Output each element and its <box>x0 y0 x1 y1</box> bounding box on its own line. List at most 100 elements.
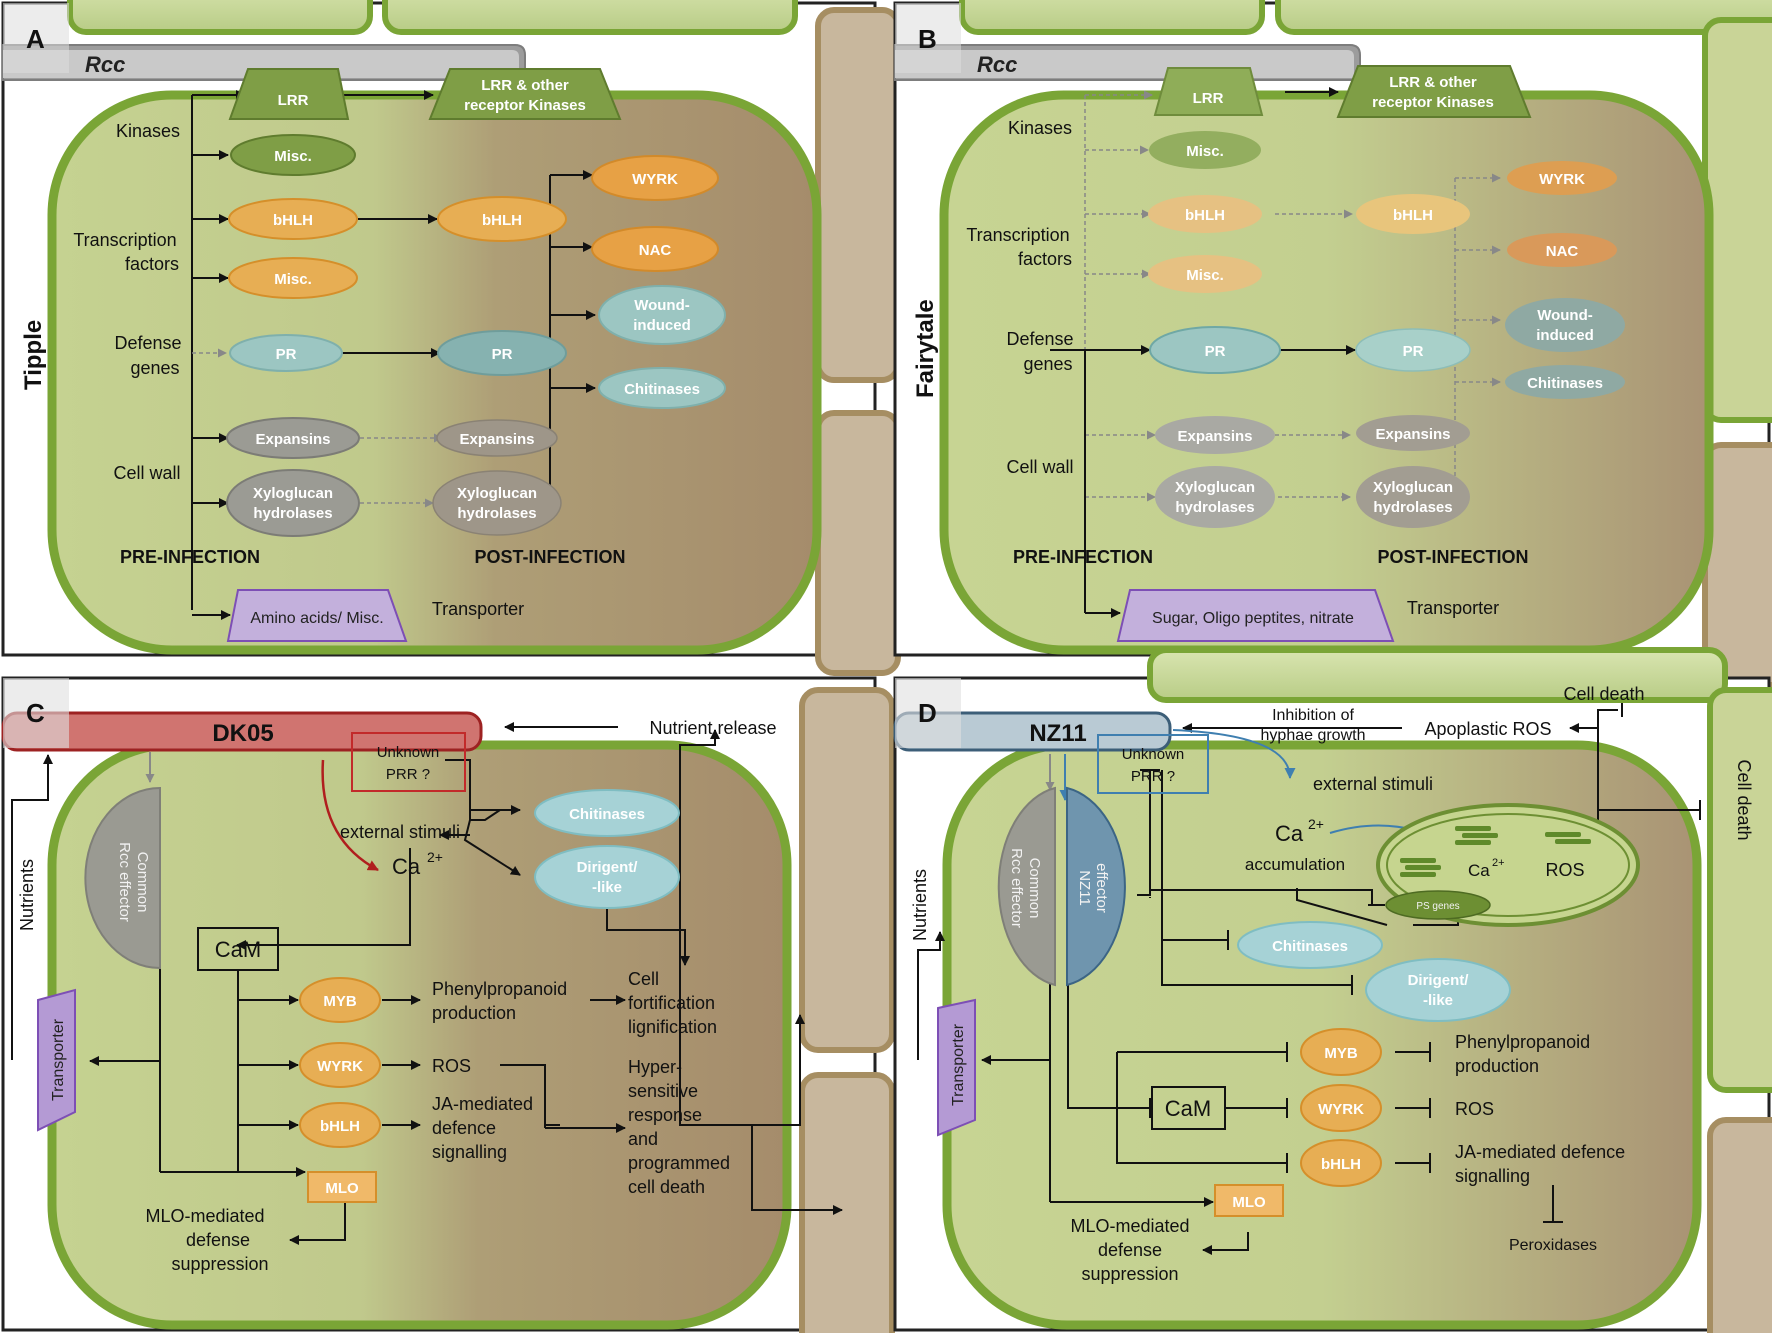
dirigent2-d: -like <box>1423 992 1453 1009</box>
strain-label-d: NZ11 <box>1029 720 1086 747</box>
transporter-shape-a <box>226 589 408 642</box>
fort3-c: lignification <box>628 1017 717 1037</box>
prr2-d: PRR ? <box>1131 768 1175 785</box>
inhibition2-d: hyphae growth <box>1261 727 1366 744</box>
nz-effector2-d: effector <box>1093 863 1110 913</box>
ja2-c: defence <box>432 1118 496 1138</box>
wyrk-c: WYRK <box>317 1058 363 1075</box>
ja2-d: signalling <box>1455 1166 1530 1186</box>
hyper2-c: sensitive <box>628 1081 698 1101</box>
expansins-pre-b: Expansins <box>1177 428 1252 445</box>
xylo-pre1-b: Xyloglucan <box>1175 479 1255 496</box>
defense2-b: genes <box>1023 354 1072 374</box>
ca-d: Ca <box>1275 821 1304 846</box>
bhlh-d: bHLH <box>1321 1156 1361 1173</box>
chitinases-c: Chitinases <box>569 806 645 823</box>
nutrients-c: Nutrients <box>17 859 37 931</box>
cam-d: CaM <box>1165 1096 1211 1121</box>
mlo-text1-c: MLO-mediated <box>145 1206 264 1226</box>
panel-letter-d: D <box>918 698 937 728</box>
nac-b: NAC <box>1546 243 1579 260</box>
rcc-label-a: Rcc <box>85 52 125 77</box>
myb-c: MYB <box>323 993 357 1010</box>
post-infection-b: POST-INFECTION <box>1377 547 1528 567</box>
transporter-d: Transporter <box>950 1023 967 1106</box>
xylo-post1-b: Xyloglucan <box>1373 479 1453 496</box>
strain-label-c: DK05 <box>212 720 273 747</box>
wound2-a: induced <box>633 317 691 334</box>
common-effector-shape-c <box>84 786 161 970</box>
dirigent2-c: -like <box>592 879 622 896</box>
ca-sup-c: 2+ <box>427 849 443 865</box>
tf-label2-a: factors <box>125 254 179 274</box>
transporter-label-a: Transporter <box>432 599 524 619</box>
xylo-post1-a: Xyloglucan <box>457 485 537 502</box>
external-stimuli-c: external stimuli <box>340 822 460 842</box>
kinases-b: Kinases <box>1008 118 1072 138</box>
ca-sup-d: 2+ <box>1308 816 1324 832</box>
transporter-cargo-b: Sugar, Oligo peptites, nitrate <box>1152 610 1354 627</box>
panel-letter-b: B <box>918 24 937 54</box>
myb-d: MYB <box>1324 1045 1358 1062</box>
misc-tf-a: Misc. <box>274 271 312 288</box>
hyper3-c: response <box>628 1105 702 1125</box>
mlo-text2-c: defense <box>186 1230 250 1250</box>
panel-a: Rcc A Tipple <box>1 0 901 676</box>
cellwall-label-a: Cell wall <box>113 463 180 483</box>
xylo-pre2-a: hydrolases <box>253 505 332 522</box>
ca-c: Ca <box>392 854 421 879</box>
prr1-d: Unknown <box>1122 746 1185 763</box>
prr1-c: Unknown <box>377 744 440 761</box>
chl-ros-d: ROS <box>1545 860 1584 880</box>
apoplastic-ros-d: Apoplastic ROS <box>1424 719 1551 739</box>
tf1-b: Transcription <box>966 225 1069 245</box>
panel-c: C DK05 <box>1 676 895 1333</box>
mlo-c: MLO <box>325 1180 359 1197</box>
fort2-c: fortification <box>628 993 715 1013</box>
phenyl1-d: Phenylpropanoid <box>1455 1032 1590 1052</box>
expansins-post-b: Expansins <box>1375 426 1450 443</box>
phenyl1-c: Phenylpropanoid <box>432 979 567 999</box>
panel-b: Rcc B Fairytale <box>893 0 1772 688</box>
misc-kinase-a: Misc. <box>274 148 312 165</box>
peroxidases-d: Peroxidases <box>1509 1237 1597 1254</box>
expansins-pre-a: Expansins <box>255 431 330 448</box>
nutrient-release-c: Nutrient release <box>649 718 776 738</box>
transporter-cargo-a: Amino acids/ Misc. <box>250 610 383 627</box>
cultivar-label-b: Fairytale <box>912 299 939 398</box>
inhibition1-d: Inhibition of <box>1272 707 1354 724</box>
chitinases-a: Chitinases <box>624 381 700 398</box>
cultivar-label-a: Tipple <box>20 320 47 390</box>
lrr-label-a: LRR <box>278 92 309 109</box>
pr-pre-b: PR <box>1205 343 1226 360</box>
lrr-other-trapezoid-a <box>428 68 622 120</box>
bhlh-pre-b: bHLH <box>1185 207 1225 224</box>
mlo-text2-d: defense <box>1098 1240 1162 1260</box>
pr-post-a: PR <box>492 346 513 363</box>
xylo-post2-a: hydrolases <box>457 505 536 522</box>
panel-d: D NZ11 Cell death Cell death Inhibition … <box>893 647 1772 1333</box>
panel-letter-c: C <box>26 698 45 728</box>
mlo-text3-d: suppression <box>1081 1264 1178 1284</box>
ja1-c: JA-mediated <box>432 1094 533 1114</box>
lrr-other-label1-a: LRR & other <box>481 77 569 94</box>
nz-effector1-d: NZ11 <box>1076 870 1093 906</box>
pr-pre-a: PR <box>276 346 297 363</box>
misc-kinase-b: Misc. <box>1186 143 1224 160</box>
defense-label2-a: genes <box>130 358 179 378</box>
prr2-c: PRR ? <box>386 766 430 783</box>
nac-a: NAC <box>639 242 672 259</box>
effector2-d: Rcc effector <box>1008 848 1025 928</box>
effector1-d: Common <box>1026 858 1043 919</box>
phenyl2-c: production <box>432 1003 516 1023</box>
lrr-trapezoid-a <box>228 68 350 120</box>
kinases-label-a: Kinases <box>116 121 180 141</box>
pre-infection-b: PRE-INFECTION <box>1013 547 1153 567</box>
rcc-label-b: Rcc <box>977 52 1017 77</box>
ja3-c: signalling <box>432 1142 507 1162</box>
wyrk-b: WYRK <box>1539 171 1585 188</box>
chl-ca-sup-d: 2+ <box>1492 857 1505 869</box>
lrr-label-b: LRR <box>1193 90 1224 107</box>
transporter-c: Transporter <box>50 1018 67 1101</box>
xylo-pre2-b: hydrolases <box>1175 499 1254 516</box>
